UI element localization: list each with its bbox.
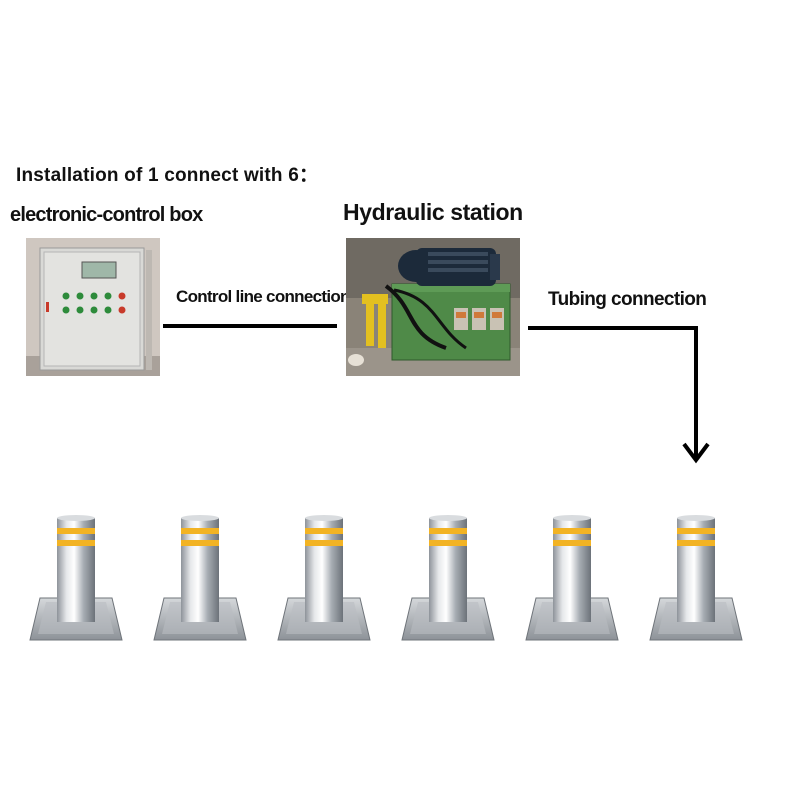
control-line-label: Control line connection — [176, 287, 350, 306]
hydraulic-station-image — [346, 238, 520, 376]
bollard-2 — [153, 514, 247, 641]
bollard-4 — [401, 514, 495, 641]
diagram-title: Installation of 1 connect with 6： — [16, 165, 319, 186]
bollard-1 — [29, 514, 123, 641]
bollard-3 — [277, 514, 371, 641]
control-box-label: electronic-control box — [10, 204, 203, 226]
bollard-5 — [525, 514, 619, 641]
bollard-6 — [649, 514, 743, 641]
hydraulic-station-label: Hydraulic station — [343, 199, 523, 225]
control-box-image — [26, 238, 160, 376]
tubing-label: Tubing connection — [548, 289, 707, 310]
